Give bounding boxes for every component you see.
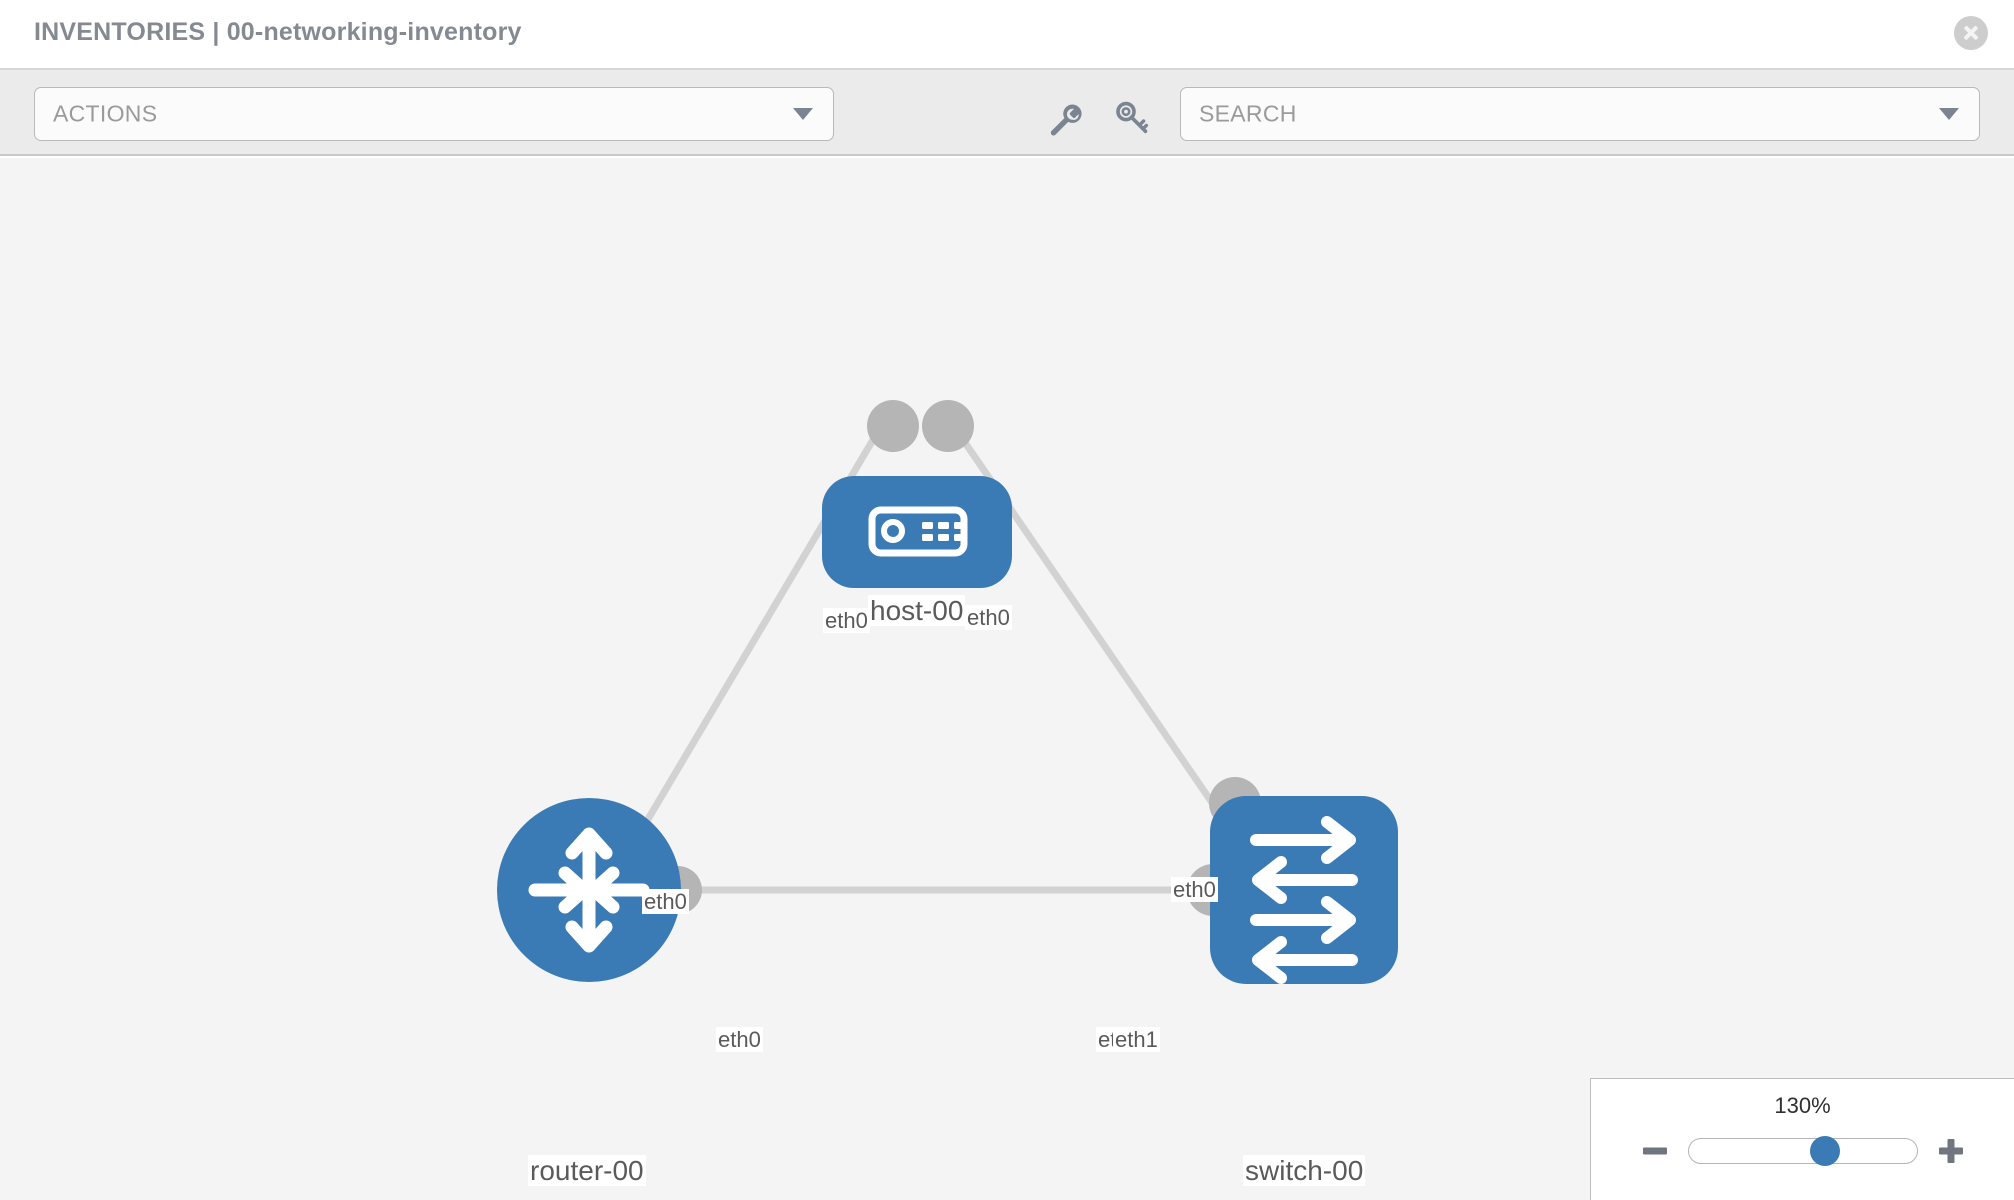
zoom-controls-row — [1591, 1131, 2014, 1171]
zoom-slider[interactable] — [1687, 1136, 1918, 1166]
close-icon[interactable] — [1954, 16, 1988, 50]
edge-label-host-right-eth: eth0 — [965, 605, 1012, 631]
switch-icon — [1250, 816, 1358, 984]
search-input[interactable]: SEARCH — [1180, 87, 1980, 141]
node-switch-00 — [1210, 796, 1398, 984]
node-label-host-00: host-00 — [868, 595, 966, 627]
minus-icon[interactable] — [1640, 1136, 1670, 1166]
edge-label-router-up-eth: eth0 — [642, 889, 689, 915]
node-host-00 — [822, 476, 1012, 588]
wrench-icon[interactable] — [1043, 98, 1083, 138]
edge-label-switch-left-eth: eth1 — [1113, 1027, 1160, 1053]
zoom-level-value: 130% — [1774, 1093, 1831, 1118]
node-label-router-00: router-00 — [528, 1155, 646, 1187]
actions-dropdown-label: ACTIONS — [53, 100, 158, 127]
zoom-slider-thumb[interactable] — [1810, 1136, 1841, 1166]
server-icon — [868, 506, 968, 557]
connector-host-left — [867, 400, 919, 452]
chevron-down-icon — [793, 108, 813, 120]
page-header: INVENTORIES | 00-networking-inventory — [0, 0, 2014, 68]
edge-label-switch-up-eth: eth0 — [1171, 877, 1218, 903]
toolbar: ACTIONS SEARCH — [0, 68, 2014, 156]
router-icon — [528, 827, 650, 953]
chevron-down-icon — [1939, 108, 1959, 120]
topology-canvas[interactable]: eth0 host-00 eth0 eth0 eth0 router-00 et… — [0, 158, 2014, 1200]
topology-graph — [497, 400, 1398, 984]
zoom-widget: 130% — [1590, 1078, 2014, 1200]
edge-label-router-right-eth: eth0 — [716, 1027, 763, 1053]
connector-host-right — [922, 400, 974, 452]
actions-dropdown[interactable]: ACTIONS — [34, 87, 834, 141]
node-label-switch-00: switch-00 — [1243, 1155, 1366, 1187]
plus-icon[interactable] — [1936, 1136, 1966, 1166]
edge-label-host-left-eth: eth0 — [823, 608, 870, 634]
node-router-00 — [497, 798, 681, 982]
key-icon[interactable] — [1112, 98, 1152, 138]
page-title: INVENTORIES | 00-networking-inventory — [34, 18, 522, 46]
search-placeholder: SEARCH — [1199, 100, 1297, 127]
